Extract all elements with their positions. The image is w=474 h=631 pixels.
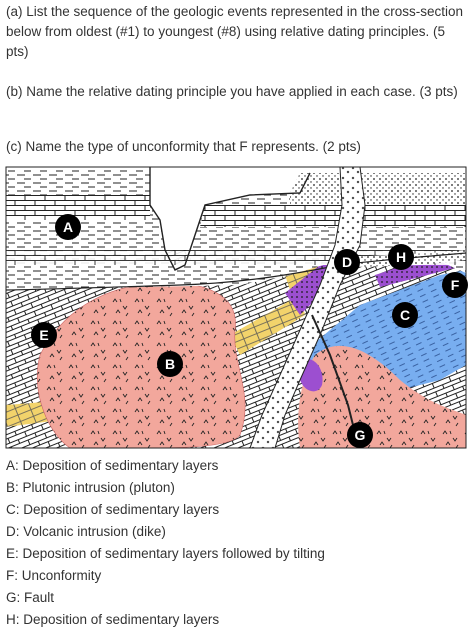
label-marker-a: A [55,214,81,240]
yellow-band [230,295,305,355]
svg-text:C: C [400,307,410,323]
question-c: (c) Name the type of unconformity that F… [6,139,361,154]
svg-text:H: H [396,249,406,265]
svg-text:B: B [165,356,175,372]
pluton-b [37,282,246,449]
fault-g [311,314,356,434]
event-legend: A: Deposition of sedimentary layers B: P… [6,455,466,631]
legend-item-b: B: Plutonic intrusion (pluton) [6,480,175,495]
legend-item-d: D: Volcanic intrusion (dike) [6,524,166,539]
svg-text:D: D [342,254,352,270]
geologic-cross-section: A B C D E F G H [5,166,468,449]
legend-item-g: G: Fault [6,590,55,605]
svg-text:G: G [355,427,366,443]
label-marker-b: B [157,351,183,377]
brick-band [6,195,150,220]
legend-item-e: E: Deposition of sedimentary layers foll… [6,546,325,561]
legend-item-f: F: Unconformity [6,568,102,583]
label-marker-g: G [347,422,373,448]
question-b: (b) Name the relative dating principle y… [6,84,458,99]
dotted-unit-h [290,173,466,205]
pluton-lower-right [298,345,466,448]
label-marker-c: C [392,302,418,328]
legend-item-c: C: Deposition of sedimentary layers [6,502,220,517]
legend-item-h: H: Deposition of sedimentary layers [6,612,220,627]
erosion-surface [149,167,311,271]
label-marker-f: F [442,272,468,298]
label-marker-e: E [31,322,57,348]
brick-band [200,205,466,227]
label-marker-d: D [334,249,360,275]
svg-text:E: E [39,327,48,343]
legend-item-a: A: Deposition of sedimentary layers [6,458,219,473]
svg-text:F: F [451,277,460,293]
svg-text:A: A [63,219,73,235]
label-marker-h: H [388,244,414,270]
question-a: (a) List the sequence of the geologic ev… [6,4,464,59]
